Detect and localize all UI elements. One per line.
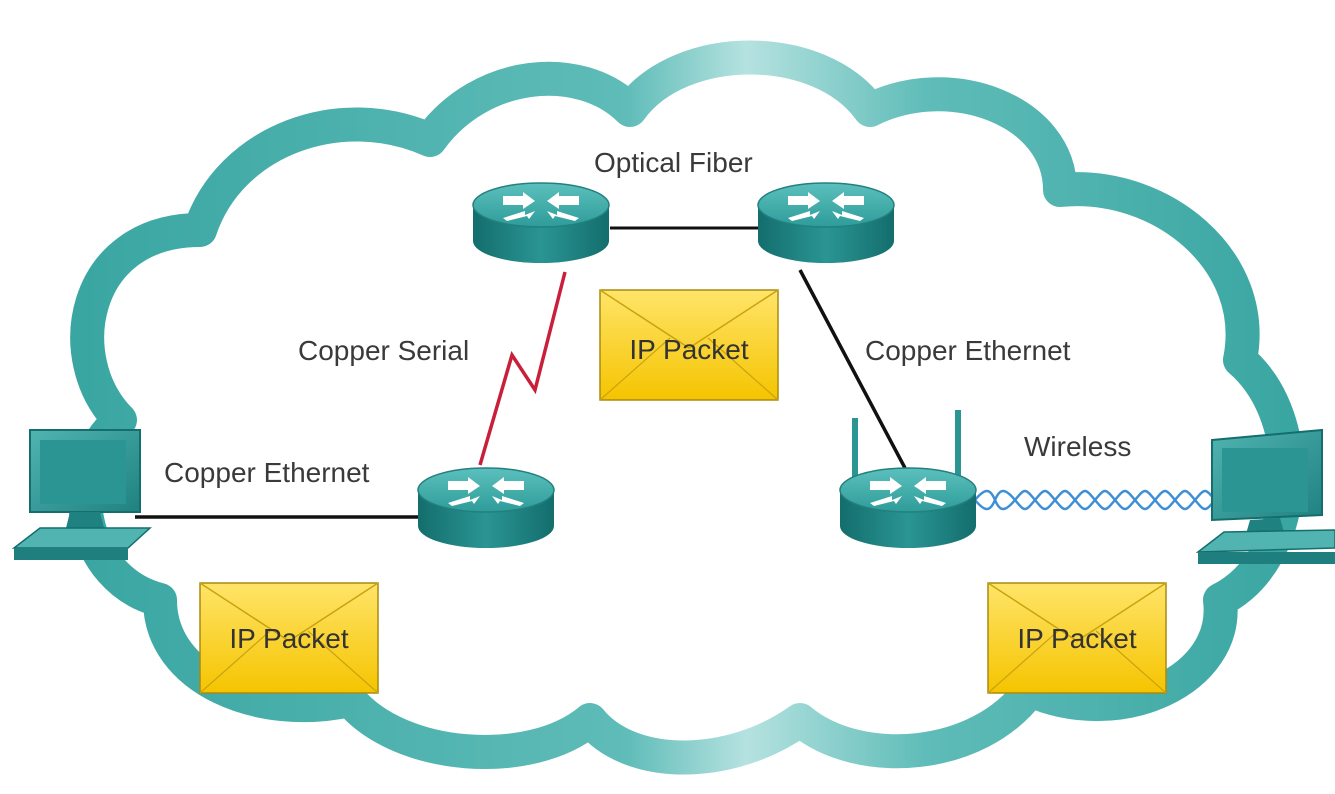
ip-packet-left-label: IP Packet xyxy=(229,623,349,654)
right-computer-icon xyxy=(1195,428,1335,564)
copper-ethernet-left-label: Copper Ethernet xyxy=(164,457,370,488)
wireless-label: Wireless xyxy=(1024,431,1131,462)
ip-packet-center: IP Packet xyxy=(599,289,779,401)
left-computer-icon xyxy=(11,429,152,560)
wireless-router-icon xyxy=(839,410,977,549)
optical-fiber-label: Optical Fiber xyxy=(594,147,753,178)
copper-serial-label: Copper Serial xyxy=(298,335,469,366)
copper-ethernet-right-link xyxy=(798,269,907,469)
ip-packet-left: IP Packet xyxy=(199,582,379,694)
copper-ethernet-right-label: Copper Ethernet xyxy=(865,335,1071,366)
router-bottom-left-icon xyxy=(417,467,555,549)
ip-packet-right-label: IP Packet xyxy=(1017,623,1137,654)
router-top-left-icon xyxy=(472,182,610,264)
ip-packet-right: IP Packet xyxy=(987,582,1167,694)
ip-packet-center-label: IP Packet xyxy=(629,334,749,365)
copper-serial-link xyxy=(478,271,567,466)
wireless-link xyxy=(974,489,1216,511)
router-top-right-icon xyxy=(757,182,895,264)
